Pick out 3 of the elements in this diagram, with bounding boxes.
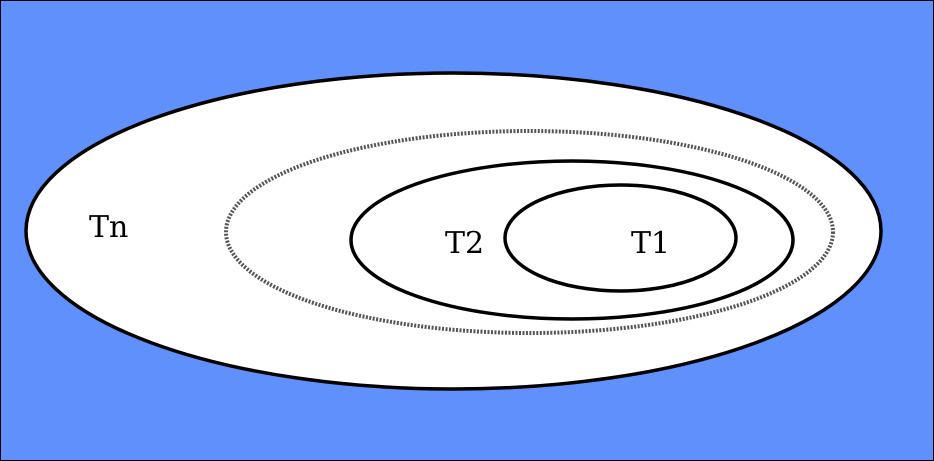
set-label: Tn [89,213,128,243]
set-label: T1 [631,229,670,259]
set-label: T2 [445,229,484,259]
